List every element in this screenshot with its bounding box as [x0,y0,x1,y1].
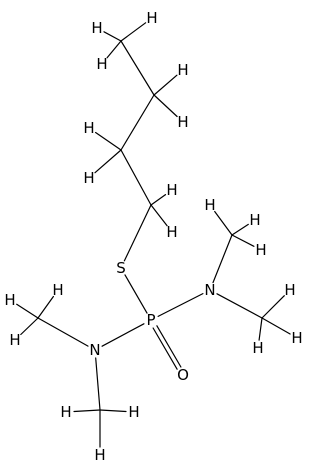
bond-C4-H8 [150,194,167,206]
atom-label-o: O [177,366,189,384]
bond-C1-C2 [120,40,155,96]
atom-label-h7: H [83,169,94,187]
bond-C1-H2 [120,22,147,42]
atom-label-n2: N [89,341,100,359]
bond-P-N1 [157,293,204,317]
bond-C1-H3 [106,40,122,59]
bond-C6-H15 [258,317,263,341]
bond-C8-H19 [73,409,101,413]
bond-C4-H9 [150,204,168,227]
bond-C7-H17 [20,317,39,336]
atom-label-s: S [116,259,126,277]
bond-C2-H5 [153,94,178,118]
atom-label-h20: H [128,403,139,421]
bond-P-N2 [101,323,145,347]
atom-label-h2: H [146,9,157,27]
bond-C5-H11 [231,223,249,236]
atom-label-h9: H [166,223,177,241]
bond-C5-H10 [214,210,233,236]
atom-label-h4: H [177,61,188,79]
bond-C1-H1 [103,31,122,42]
bond-C5-H12 [231,234,255,247]
atom-label-h14: H [291,329,302,347]
bond-P-O-2 [152,327,178,370]
atom-label-p: P [146,311,155,329]
atom-label-h17: H [9,331,20,349]
atom-label-h8: H [166,181,177,199]
atom-label-h1: H [91,19,102,37]
bond-N2-C7 [37,317,89,347]
bond-C6-H13 [261,295,285,319]
atom-label-h3: H [96,55,107,73]
atom-label-n1: N [204,281,215,299]
atom-label-h6: H [83,119,94,137]
atom-label-h15: H [252,339,263,357]
bond-C7-H18 [37,295,55,319]
atom-label-h5: H [177,113,188,131]
atom-label-h18: H [52,281,63,299]
bond-C2-H4 [153,74,178,96]
atom-label-h13: H [284,281,295,299]
bond-N1-C6 [216,293,263,319]
atom-label-h21: H [94,446,105,464]
bond-S-P [124,274,148,314]
bond-C3-H7 [94,149,122,174]
bond-C4-S [123,204,152,262]
atom-label-h11: H [249,211,260,229]
bond-C3-C4 [120,149,152,206]
bond-C7-H16 [16,303,39,319]
atom-label-h19: H [60,403,71,421]
bond-C6-H14 [261,317,291,335]
atom-label-h12: H [255,241,266,259]
bond-layer [16,22,291,448]
atom-label-h16: H [4,291,15,309]
bond-C3-H6 [94,131,122,151]
bond-P-O-1 [156,325,182,368]
bond-N2-C8 [95,357,101,411]
atom-label-h10: H [204,196,215,214]
bond-C8-H20 [99,409,127,413]
bond-N1-C5 [212,234,233,284]
bond-C2-C3 [120,94,155,151]
